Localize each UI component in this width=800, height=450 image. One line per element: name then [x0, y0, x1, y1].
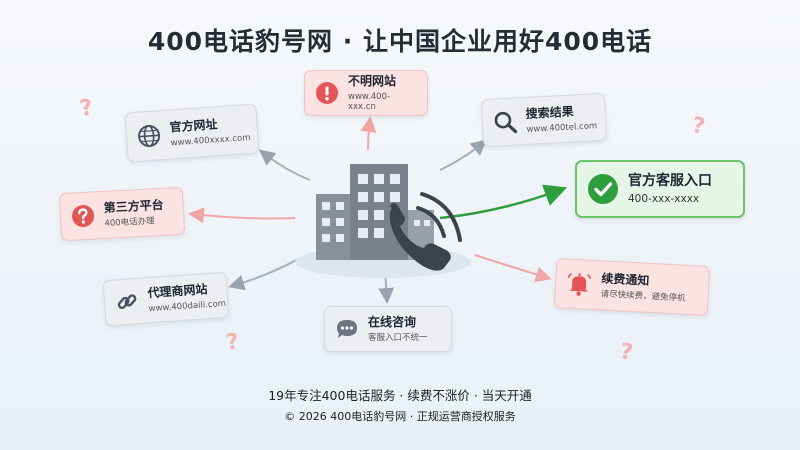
arrow-to-third-party [188, 207, 296, 224]
page-title: 400电话豹号网 · 让中国企业用好400电话 [147, 27, 653, 56]
card-agent-site[interactable]: 代理商网站 www.400daili.com [102, 271, 230, 327]
card-title: 续费通知 [601, 271, 650, 289]
alert-icon [315, 81, 339, 105]
card-title: 在线咨询 [368, 315, 417, 330]
check-circle-icon [587, 173, 619, 205]
card-subtitle: www.400daili.com [148, 298, 227, 314]
card-title: 第三方平台 [103, 198, 164, 216]
card-title: 官方客服入口 [628, 172, 712, 189]
arrow-to-search [439, 139, 488, 171]
card-subtitle: www.400xxxx.com [170, 132, 251, 149]
card-official-service[interactable]: 官方客服入口 400-xxx-xxxx [575, 160, 745, 218]
card-subtitle: www.400tel.com [526, 120, 598, 135]
arrow-to-agent [228, 257, 301, 291]
card-title: 官方网址 [169, 117, 218, 135]
link-icon [114, 289, 140, 315]
chat-bubble-icon [335, 317, 359, 341]
card-subtitle: 400电话办理 [104, 215, 155, 229]
card-online-consult[interactable]: 在线咨询 客服入口不统一 [324, 306, 452, 352]
search-icon [492, 109, 518, 134]
question-circle-icon [70, 203, 95, 228]
arrow-to-renewal [474, 254, 552, 283]
building-phone-illustration [295, 164, 471, 278]
card-title: 不明网站 [348, 74, 397, 89]
card-subtitle: 客服入口不统一 [368, 332, 428, 343]
card-title: 代理商网站 [147, 282, 208, 301]
card-unknown-site[interactable]: 不明网站 www.400-xxx.cn [304, 70, 428, 116]
card-subtitle: 请尽快续费，避免停机 [600, 288, 686, 304]
arrow-to-unknown-site [360, 116, 377, 151]
arrow-to-official-site [258, 149, 311, 181]
card-third-party[interactable]: 第三方平台 400电话办理 [58, 186, 186, 242]
card-search-results[interactable]: 搜索结果 www.400tel.com [480, 92, 608, 148]
card-title: 搜索结果 [525, 104, 574, 122]
footer-copyright: © 2026 400电话豹号网 · 正规运营商授权服务 [284, 410, 516, 423]
globe-icon [136, 123, 162, 149]
bell-icon [565, 271, 592, 298]
footer-tagline: 19年专注400电话服务 · 续费不涨价 · 当天开通 [268, 388, 532, 403]
card-subtitle: 400-xxx-xxxx [628, 192, 700, 205]
card-renewal-notice[interactable]: 续费通知 请尽快续费，避免停机 [553, 258, 711, 316]
card-subtitle: www.400-xxx.cn [348, 91, 391, 112]
card-official-site[interactable]: 官方网址 www.400xxxx.com [124, 103, 260, 163]
